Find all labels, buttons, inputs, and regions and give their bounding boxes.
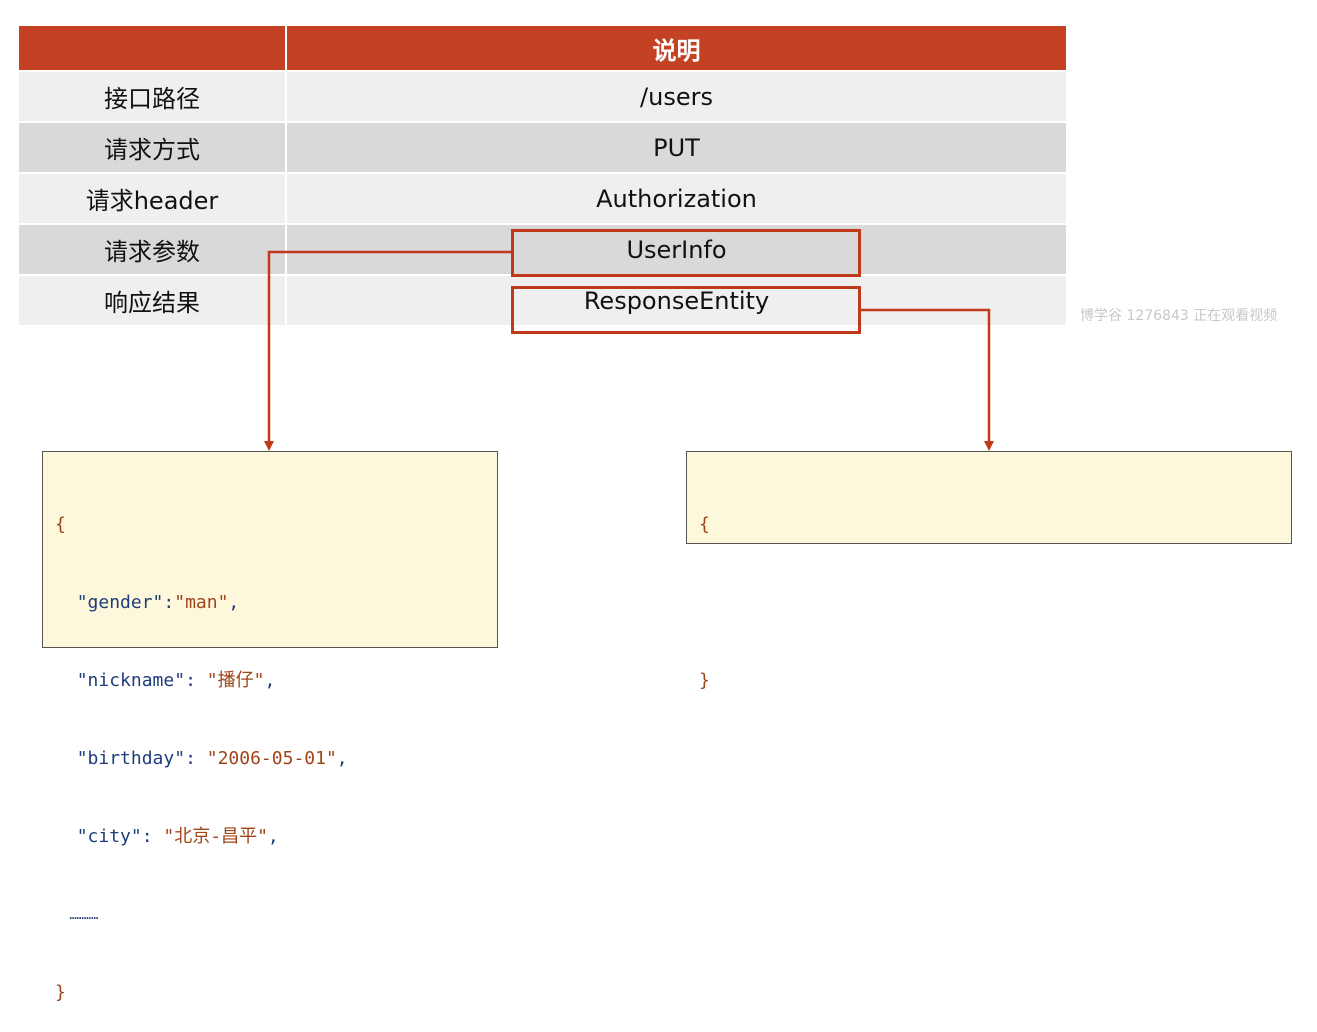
table-row: 接口路径 /users xyxy=(19,72,1066,121)
json-field: "city": "北京-昌平", xyxy=(76,826,279,847)
row-label-path: 接口路径 xyxy=(19,72,285,121)
json-field: "birthday": "2006-05-01", xyxy=(76,748,348,769)
json-open-brace: { xyxy=(55,514,66,535)
json-field: "nickname": "播仔", xyxy=(76,670,276,691)
table-row: 请求参数 UserInfo xyxy=(19,225,1066,274)
response-json-example: { } xyxy=(686,451,1292,691)
row-label-method: 请求方式 xyxy=(19,123,285,172)
row-value-method: PUT xyxy=(287,123,1066,172)
header-cell-description: 说明 xyxy=(287,26,1066,70)
watermark-text: 博学谷 1276843 正在观看视频 xyxy=(1080,308,1278,324)
header-cell-empty xyxy=(19,26,285,70)
row-value-response: ResponseEntity xyxy=(287,276,1066,325)
table-row: 请求方式 PUT xyxy=(19,123,1066,172)
responseentity-highlight-box xyxy=(511,286,861,334)
responseentity-arrow xyxy=(861,308,994,451)
row-label-response: 响应结果 xyxy=(19,276,285,325)
connector-arrows xyxy=(264,250,994,451)
json-ellipsis: ………… xyxy=(69,908,99,922)
userinfo-highlight-box xyxy=(511,229,861,277)
row-value-path: /users xyxy=(287,72,1066,121)
row-value-params: UserInfo xyxy=(287,225,1066,274)
json-close-brace: } xyxy=(699,670,710,691)
json-close-brace: } xyxy=(55,982,66,1003)
table-row: 请求header Authorization xyxy=(19,174,1066,223)
json-open-brace: { xyxy=(699,514,710,535)
table-header-row: 说明 xyxy=(19,26,1066,70)
row-value-header: Authorization xyxy=(287,174,1066,223)
api-spec-table: 说明 接口路径 /users 请求方式 PUT 请求header Authori… xyxy=(17,24,1068,327)
row-label-params: 请求参数 xyxy=(19,225,285,274)
row-label-header: 请求header xyxy=(19,174,285,223)
userinfo-arrow xyxy=(264,250,511,451)
table-row: 响应结果 ResponseEntity xyxy=(19,276,1066,325)
json-field: "gender":"man", xyxy=(76,592,240,613)
request-json-example: { "gender":"man", "nickname": "播仔", "bir… xyxy=(42,451,498,1003)
